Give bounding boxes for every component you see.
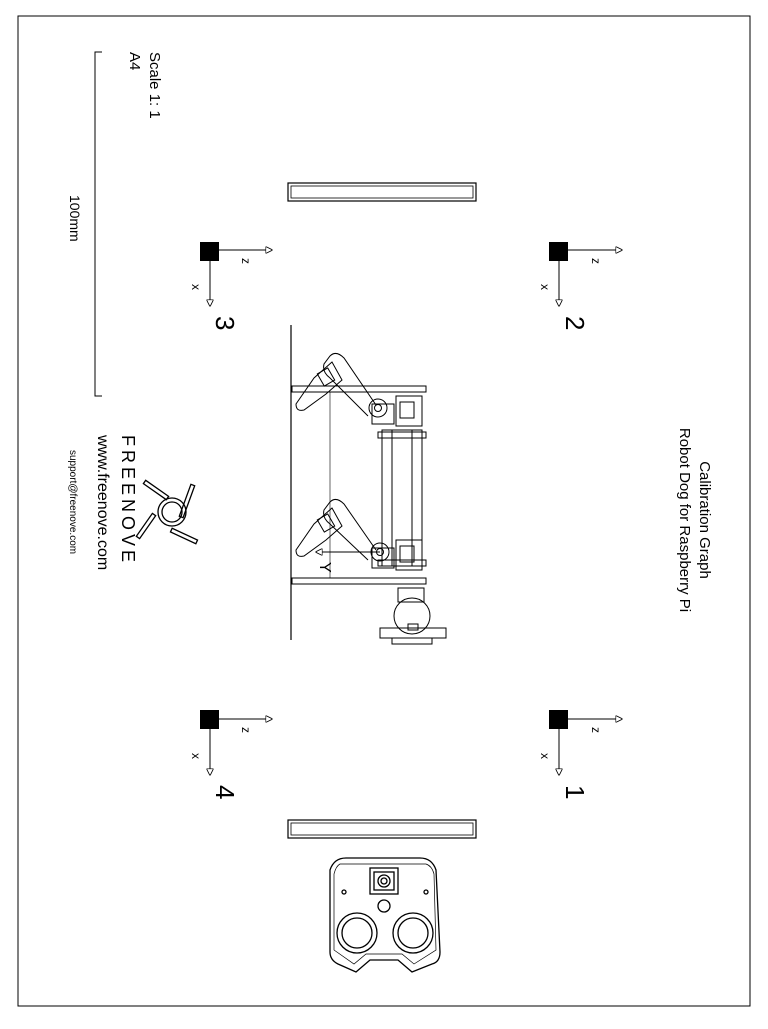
point-number: 2 bbox=[560, 316, 590, 330]
axis-x-label: x bbox=[189, 753, 203, 759]
brand-block: FREENOVE www.freenove.com support@freeno… bbox=[67, 434, 199, 570]
axis-x-label: x bbox=[538, 284, 552, 290]
axis-y-label: Y bbox=[316, 562, 333, 573]
calibration-marker-2: z x 2 bbox=[538, 242, 622, 330]
axis-z-label: z bbox=[589, 258, 603, 264]
axis-z-label: z bbox=[239, 258, 253, 264]
title-block: Robot Dog for Raspberry Pi Calibration G… bbox=[676, 428, 713, 612]
page-border bbox=[17, 15, 751, 1007]
title-line-2: Calibration Graph bbox=[696, 461, 713, 579]
robot-head-front-view bbox=[329, 857, 441, 973]
title-line-1: Robot Dog for Raspberry Pi bbox=[676, 428, 693, 612]
brand-email: support@freenove.com bbox=[67, 450, 78, 554]
point-number: 1 bbox=[560, 785, 590, 799]
axis-z-label: z bbox=[589, 727, 603, 733]
point-number: 3 bbox=[210, 316, 240, 330]
ruler-label: 100mm bbox=[67, 195, 83, 242]
point-number: 4 bbox=[210, 785, 240, 799]
calibration-marker-4: z x 4 bbox=[189, 710, 272, 799]
foot-pad-bottom bbox=[287, 819, 477, 839]
axis-z-label: z bbox=[239, 727, 253, 733]
foot-pad-top bbox=[287, 182, 477, 202]
freenove-logo bbox=[135, 479, 199, 545]
axis-x-label: x bbox=[538, 753, 552, 759]
calibration-marker-3: z x 3 bbox=[189, 242, 272, 330]
scale-block: Scale 1: 1 A4 bbox=[126, 52, 163, 119]
ruler-bracket bbox=[94, 51, 102, 397]
paper-size: A4 bbox=[126, 52, 143, 70]
calibration-marker-1: z x 1 bbox=[538, 710, 622, 799]
scale-ratio: Scale 1: 1 bbox=[146, 52, 163, 119]
brand-website: www.freenove.com bbox=[94, 434, 111, 570]
axis-x-label: x bbox=[189, 284, 203, 290]
brand-name: FREENOVE bbox=[118, 435, 138, 566]
robot-side-view bbox=[291, 352, 447, 645]
